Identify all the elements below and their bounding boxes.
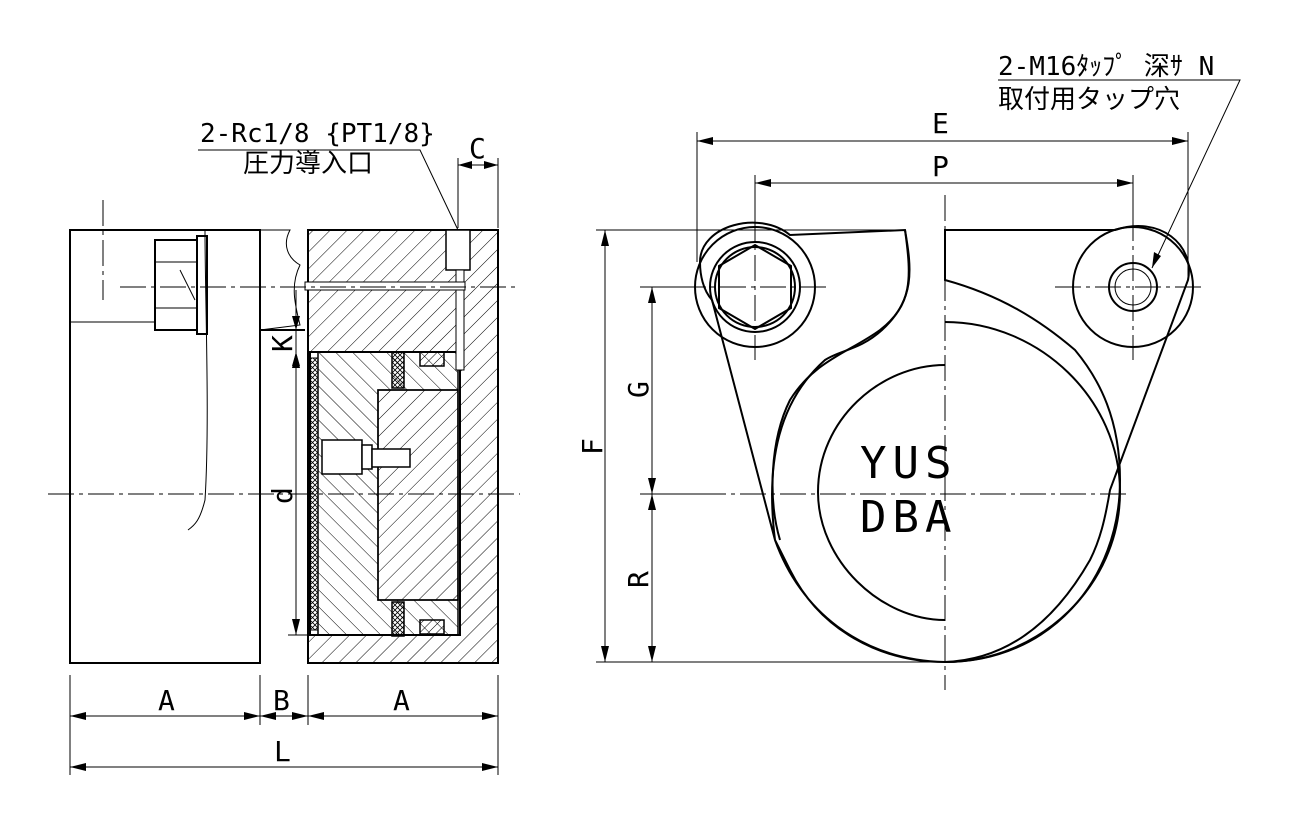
dim-label-p: P bbox=[932, 150, 949, 183]
dim-label-r: R bbox=[622, 571, 655, 588]
left-body bbox=[69, 229, 261, 664]
port-note-line2: 圧力導入口 bbox=[243, 149, 373, 179]
front-labels: E P F G R 2-M16ﾀｯﾌﾟ 深ｻ N 取付用タップ穴 YUS DBA bbox=[576, 52, 1214, 588]
left-labels: A B A L C K d 2-Rc1/8 {PT1/8} 圧力導入口 bbox=[158, 119, 486, 768]
front-dimensions bbox=[596, 79, 1241, 663]
bracket-outline bbox=[698, 221, 1190, 664]
dim-label-l: L bbox=[274, 735, 291, 768]
dim-label-g: G bbox=[622, 381, 655, 398]
dim-label-a-right: A bbox=[393, 684, 410, 717]
guide-pin bbox=[321, 439, 411, 475]
port-note-line1: 2-Rc1/8 {PT1/8} bbox=[200, 119, 435, 149]
dim-label-f: F bbox=[576, 438, 609, 455]
marking-line1: YUS bbox=[860, 438, 957, 489]
left-dimensions bbox=[69, 149, 499, 775]
dim-label-a-left: A bbox=[158, 684, 175, 717]
inner-bore bbox=[816, 364, 946, 621]
hex-bolt-head bbox=[154, 235, 208, 335]
dim-label-d: d bbox=[266, 487, 299, 504]
dim-label-e: E bbox=[932, 107, 949, 140]
dim-label-b: B bbox=[273, 684, 290, 717]
marking-line2: DBA bbox=[860, 492, 957, 543]
dim-label-c: C bbox=[469, 132, 486, 165]
tap-note-line2: 取付用タップ穴 bbox=[998, 85, 1180, 115]
tap-note-line1: 2-M16ﾀｯﾌﾟ 深ｻ N bbox=[998, 52, 1214, 82]
side-section-view bbox=[48, 200, 520, 664]
dim-label-k: K bbox=[266, 335, 299, 352]
